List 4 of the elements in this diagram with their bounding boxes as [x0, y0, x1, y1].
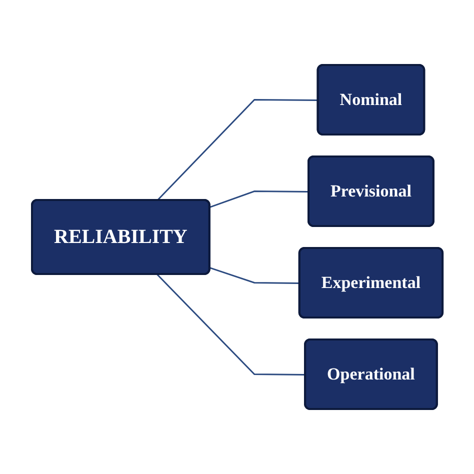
connector [209, 190, 309, 208]
connector [156, 99, 318, 202]
connector [156, 274, 306, 376]
connector [209, 267, 300, 284]
